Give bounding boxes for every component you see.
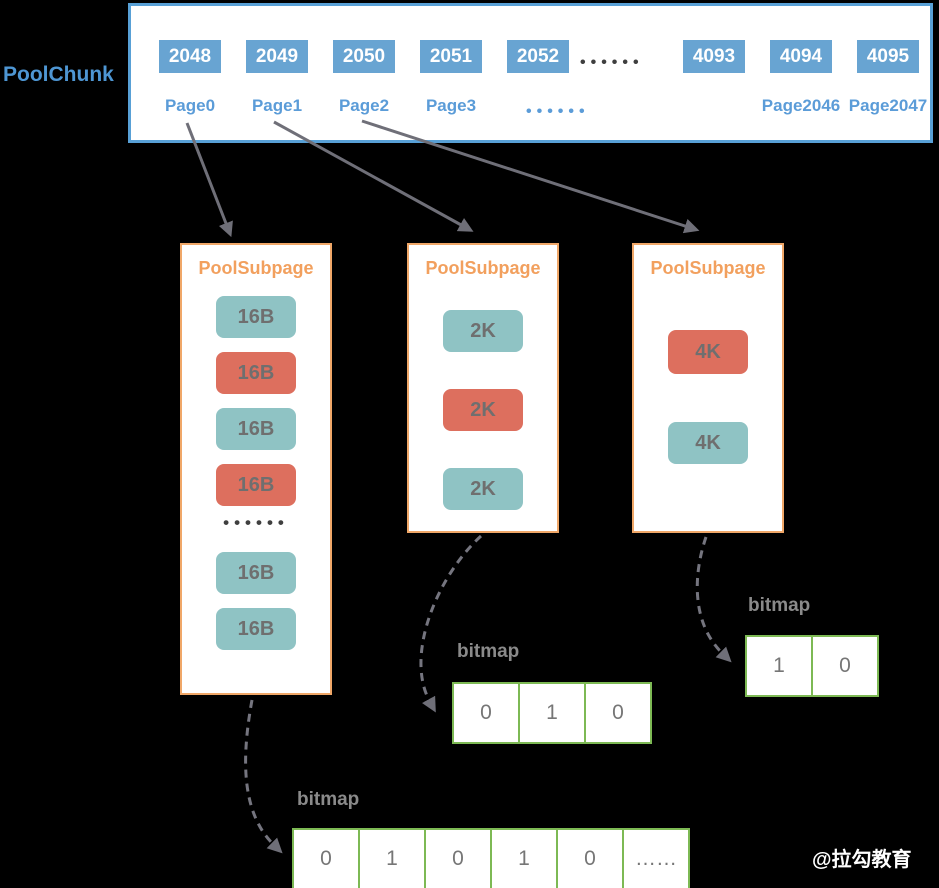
mem-block-16b: 16B xyxy=(216,352,296,394)
chunk-column-4095: 4095 Page2047 xyxy=(849,40,927,115)
page-label: Page2046 xyxy=(761,96,841,115)
chunk-column-2048: 2048 Page0 xyxy=(159,40,221,115)
blocks-ellipsis: •••••• xyxy=(580,54,644,71)
bitmap-label: bitmap xyxy=(457,641,520,662)
bitmap-cell: 1 xyxy=(518,682,586,744)
page-label: Page3 xyxy=(425,96,477,115)
chunk-ellipsis-spacer xyxy=(594,40,658,113)
arrow-subpage4k-to-bitmap xyxy=(695,536,732,663)
page-index-block: 4094 xyxy=(770,40,832,73)
watermark: @拉勾教育 xyxy=(812,849,912,871)
bitmap-cell: 0 xyxy=(556,828,624,888)
bitmap-table-16b: 0 1 0 1 0 …… xyxy=(292,828,690,888)
bitmap-cell: 0 xyxy=(424,828,492,888)
page-label: Page2047 xyxy=(848,96,928,115)
bitmap-table-4k: 1 0 xyxy=(745,635,879,697)
arrow-subpage16b-to-bitmap xyxy=(244,699,283,854)
poolchunk-label: PoolChunk xyxy=(3,63,114,86)
bitmap-cell: …… xyxy=(622,828,690,888)
arrow-subpage2k-to-bitmap xyxy=(419,534,483,713)
mem-block-16b: 16B xyxy=(216,608,296,650)
poolsubpage-box-2k: PoolSubpage 2K 2K 2K xyxy=(407,243,559,533)
page-index-block: 2050 xyxy=(333,40,395,73)
poolsubpage-title: PoolSubpage xyxy=(650,258,766,278)
mem-block-16b: 16B xyxy=(216,296,296,338)
page-index-block: 4093 xyxy=(683,40,745,73)
page-index-block: 2048 xyxy=(159,40,221,73)
bitmap-label: bitmap xyxy=(748,595,811,616)
bitmap-cell: 0 xyxy=(811,635,879,697)
chunk-column-2049: 2049 Page1 xyxy=(246,40,308,115)
chunk-column-4093: 4093 xyxy=(683,40,745,113)
mem-block-4k: 4K xyxy=(668,330,748,374)
mem-block-16b: 16B xyxy=(216,408,296,450)
poolsubpage-title: PoolSubpage xyxy=(425,258,541,278)
bitmap-cell: 1 xyxy=(358,828,426,888)
poolsubpage-title: PoolSubpage xyxy=(198,258,314,278)
poolchunk-box: 2048 Page0 2049 Page1 2050 Page2 2051 Pa… xyxy=(128,3,933,143)
chunk-column-2051: 2051 Page3 xyxy=(420,40,482,115)
bitmap-table-2k: 0 1 0 xyxy=(452,682,652,744)
chunk-column-4094: 4094 Page2046 xyxy=(762,40,840,115)
bitmap-cell: 0 xyxy=(452,682,520,744)
chunk-columns: 2048 Page0 2049 Page1 2050 Page2 2051 Pa… xyxy=(131,6,930,115)
bitmap-cell: 0 xyxy=(584,682,652,744)
mem-block-16b: 16B xyxy=(216,552,296,594)
page-index-block: 2051 xyxy=(420,40,482,73)
chunk-column-2052: 2052 xyxy=(507,40,569,113)
page-index-block: 2052 xyxy=(507,40,569,73)
page-label: Page1 xyxy=(251,96,303,115)
subpage-ellipsis: •••••• xyxy=(223,512,289,532)
mem-block-2k: 2K xyxy=(443,468,523,510)
bitmap-cell: 1 xyxy=(490,828,558,888)
bitmap-cell: 1 xyxy=(745,635,813,697)
page-index-block: 2049 xyxy=(246,40,308,73)
mem-block-16b: 16B xyxy=(216,464,296,506)
page-index-block: 4095 xyxy=(857,40,919,73)
page-label: Page2 xyxy=(338,96,390,115)
chunk-column-2050: 2050 Page2 xyxy=(333,40,395,115)
bitmap-label: bitmap xyxy=(297,789,360,810)
mem-block-2k: 2K xyxy=(443,389,523,431)
page-label: Page0 xyxy=(164,96,216,115)
bitmap-cell: 0 xyxy=(292,828,360,888)
mem-block-4k: 4K xyxy=(668,422,748,464)
mem-block-2k: 2K xyxy=(443,310,523,352)
poolsubpage-box-16b: PoolSubpage 16B 16B 16B 16B •••••• 16B 1… xyxy=(180,243,332,695)
poolsubpage-box-4k: PoolSubpage 4K 4K xyxy=(632,243,784,533)
pages-ellipsis: •••••• xyxy=(526,103,590,120)
